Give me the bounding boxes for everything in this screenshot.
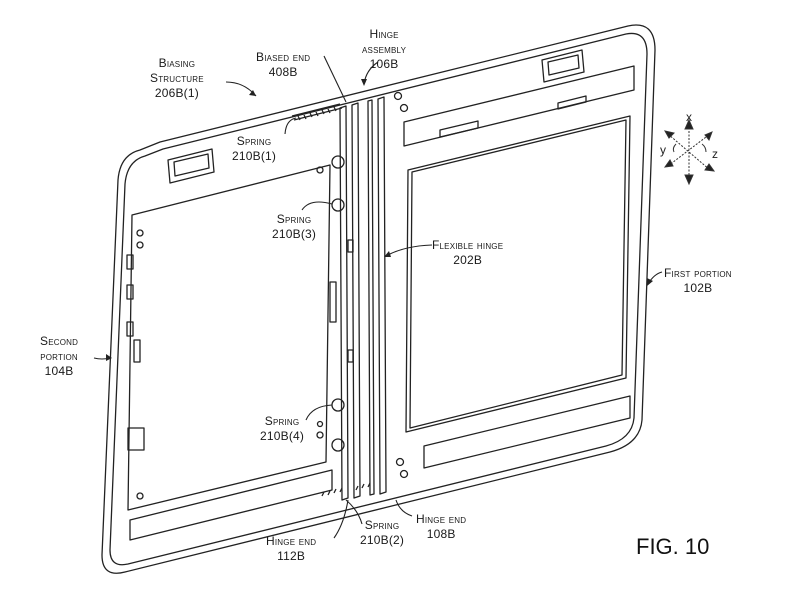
- first-portion-top-panel: [403, 65, 635, 147]
- leader-spring-4: [305, 404, 333, 421]
- leader-spring-1: [284, 117, 297, 135]
- label-text: portion: [40, 349, 78, 363]
- label-text: Flexible hinge: [432, 238, 504, 252]
- axis-y-label: y: [660, 143, 666, 157]
- leader-biased-end: [323, 55, 347, 103]
- label-spring-1: Spring 210B(1): [232, 134, 276, 164]
- first-portion-camera: [541, 49, 585, 83]
- second-portion-plate: [127, 164, 331, 511]
- label-spring-3: Spring 210B(3): [272, 212, 316, 242]
- label-first-portion: First portion 102B: [664, 266, 732, 296]
- second-portion-camera: [167, 148, 215, 184]
- label-text: Hinge: [369, 27, 399, 41]
- label-ref: 210B(4): [260, 429, 305, 443]
- second-portion-bottom-bar: [129, 469, 333, 541]
- label-hinge-end-112: Hinge end 112B: [266, 534, 316, 564]
- spring-210b1-coil: [291, 103, 343, 121]
- label-text: Spring: [276, 212, 312, 226]
- axis-z-label: z: [712, 147, 718, 161]
- leader-spring-2: [345, 499, 363, 525]
- spring-210b4-knob: [331, 398, 345, 412]
- axis-x-label: x: [686, 110, 692, 124]
- leader-flexible-hinge: [385, 244, 433, 257]
- leader-hinge-end-112: [333, 499, 349, 539]
- label-second-portion: Second portion 104B: [40, 334, 78, 379]
- label-text: assembly: [362, 42, 407, 56]
- label-text: Second: [40, 334, 79, 348]
- label-ref: 102B: [683, 281, 713, 295]
- figure-title: FIG. 10: [636, 534, 710, 559]
- label-ref: 202B: [453, 253, 483, 267]
- label-text: Spring: [236, 134, 272, 148]
- label-biased-end: Biased end 408B: [256, 50, 310, 80]
- first-portion-display: [405, 115, 631, 433]
- spring-210b1-knob: [331, 155, 345, 169]
- label-text: Hinge end: [266, 534, 317, 548]
- label-ref: 104B: [44, 364, 74, 378]
- label-ref: 108B: [426, 527, 456, 541]
- leader-hinge-end-108: [395, 499, 413, 517]
- label-hinge-assembly: Hinge assembly 106B: [362, 27, 406, 72]
- device-outline: [101, 24, 656, 574]
- label-spring-2: Spring 210B(2): [360, 518, 404, 548]
- first-portion-slot: [439, 120, 479, 138]
- label-text: Hinge end: [416, 512, 467, 526]
- label-ref: 210B(2): [360, 533, 405, 547]
- label-spring-4: Spring 210B(4): [260, 414, 304, 444]
- label-biasing-structure: Biasing Structure 206B(1): [150, 56, 204, 101]
- leader-spring-3: [301, 201, 333, 211]
- label-text: Biasing: [158, 56, 196, 70]
- hinge-assembly: [339, 105, 349, 501]
- label-ref: 112B: [277, 549, 306, 563]
- label-ref: 206B(1): [154, 86, 199, 100]
- label-ref: 210B(1): [232, 149, 277, 163]
- label-text: Spring: [264, 414, 300, 428]
- label-text: Spring: [364, 518, 400, 532]
- first-portion-bottom-bar: [423, 395, 631, 469]
- label-hinge-end-108: Hinge end 108B: [416, 512, 466, 542]
- label-ref: 106B: [369, 57, 399, 71]
- label-ref: 408B: [268, 65, 298, 79]
- label-flexible-hinge: Flexible hinge 202B: [432, 238, 503, 268]
- device-outline-inner: [109, 32, 648, 566]
- flexible-hinge: [377, 96, 387, 495]
- label-text: Structure: [150, 71, 204, 85]
- spring-210b2-coil: [321, 482, 371, 497]
- spring-210b3-knob: [331, 198, 345, 212]
- label-text: Biased end: [256, 50, 311, 64]
- label-text: First portion: [664, 266, 732, 280]
- label-ref: 210B(3): [272, 227, 317, 241]
- axis-triad: [663, 118, 716, 186]
